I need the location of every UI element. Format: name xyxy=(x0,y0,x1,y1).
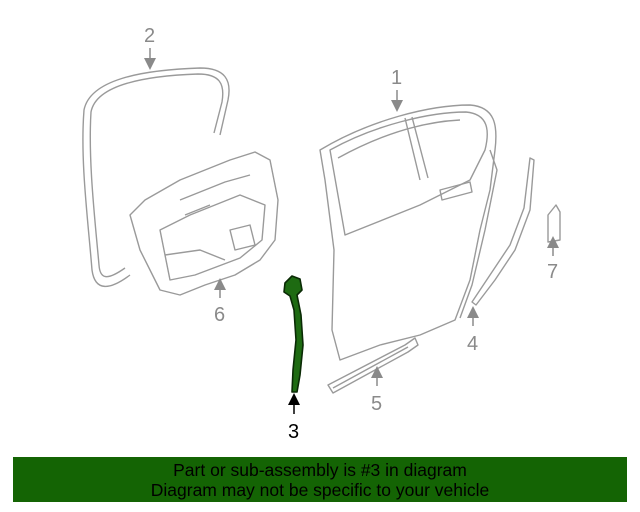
parts-diagram: 1 2 3 4 5 6 7 xyxy=(82,25,561,443)
part-1-door-shell[interactable] xyxy=(319,104,498,361)
callout-1[interactable]: 1 xyxy=(391,67,402,89)
part-7-trim[interactable] xyxy=(547,204,561,243)
part-6-door-module[interactable] xyxy=(129,151,279,296)
part-5-sill-trim[interactable] xyxy=(327,337,419,394)
diagram-notice-banner: Part or sub-assembly is #3 in diagram Di… xyxy=(13,457,627,502)
part-2-weatherstrip[interactable] xyxy=(82,67,230,288)
callout-2[interactable]: 2 xyxy=(144,25,155,47)
part-4-molding[interactable] xyxy=(471,157,535,306)
callout-7[interactable]: 7 xyxy=(547,261,558,283)
part-3-seal-highlighted[interactable] xyxy=(283,275,304,393)
callout-4[interactable]: 4 xyxy=(467,333,478,355)
callout-3[interactable]: 3 xyxy=(288,421,299,443)
banner-line-2: Diagram may not be specific to your vehi… xyxy=(150,480,490,500)
callout-5[interactable]: 5 xyxy=(371,393,382,415)
banner-line-1: Part or sub-assembly is #3 in diagram xyxy=(173,460,467,480)
callout-6[interactable]: 6 xyxy=(214,304,225,326)
